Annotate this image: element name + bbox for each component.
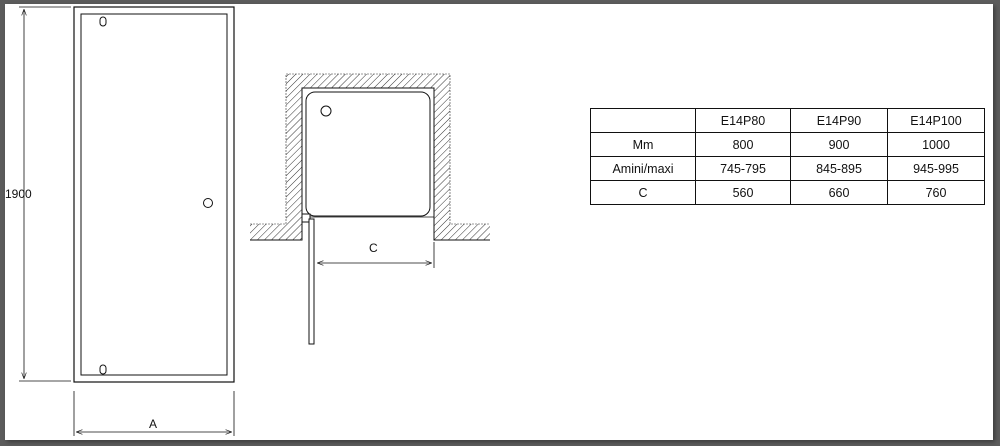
table-cell: Amini/maxi	[590, 156, 696, 181]
door-glass-panel	[80, 13, 228, 376]
table-cell: 945-995	[887, 156, 985, 181]
door-knob-icon	[203, 198, 213, 208]
table-row: Mm 800 900 1000	[590, 132, 985, 157]
drain-icon	[320, 105, 332, 117]
table-cell: C	[590, 180, 696, 205]
opening-dimension-label: C	[369, 241, 378, 255]
shower-tray	[305, 91, 431, 217]
table-header-cell: E14P90	[790, 108, 888, 133]
table-cell: 800	[695, 132, 791, 157]
table-header-cell: E14P100	[887, 108, 985, 133]
width-dimension	[73, 391, 235, 436]
top-hinge-icon	[99, 16, 107, 27]
table-cell: 1000	[887, 132, 985, 157]
hinge-block	[301, 213, 311, 223]
technical-drawing: 1900 A C	[5, 6, 490, 436]
table-cell: 845-895	[790, 156, 888, 181]
width-dimension-label: A	[149, 417, 157, 431]
table-header-row: E14P80 E14P90 E14P100	[590, 108, 985, 133]
table-cell: Mm	[590, 132, 696, 157]
door-outer-frame	[73, 6, 235, 383]
table-cell: 760	[887, 180, 985, 205]
open-door-panel	[308, 218, 315, 345]
bottom-hinge-icon	[99, 364, 107, 375]
wall-inner-line	[250, 73, 490, 225]
wall-face-line	[250, 87, 490, 241]
specification-table: E14P80 E14P90 E14P100 Mm 800 900 1000 Am…	[590, 108, 985, 205]
table-cell: 745-795	[695, 156, 791, 181]
height-dimension	[19, 6, 71, 382]
table-header-cell	[590, 108, 696, 133]
table-row: C 560 660 760	[590, 180, 985, 205]
drawing-sheet: 1900 A C	[5, 4, 993, 440]
plan-view	[250, 73, 490, 345]
table-header-cell: E14P80	[695, 108, 791, 133]
table-cell: 660	[790, 180, 888, 205]
height-dimension-label: 1900	[5, 187, 32, 201]
door-elevation	[73, 6, 235, 383]
table-cell: 900	[790, 132, 888, 157]
wall-hatching	[250, 74, 490, 240]
table-cell: 560	[695, 180, 791, 205]
table-row: Amini/maxi 745-795 845-895 945-995	[590, 156, 985, 181]
